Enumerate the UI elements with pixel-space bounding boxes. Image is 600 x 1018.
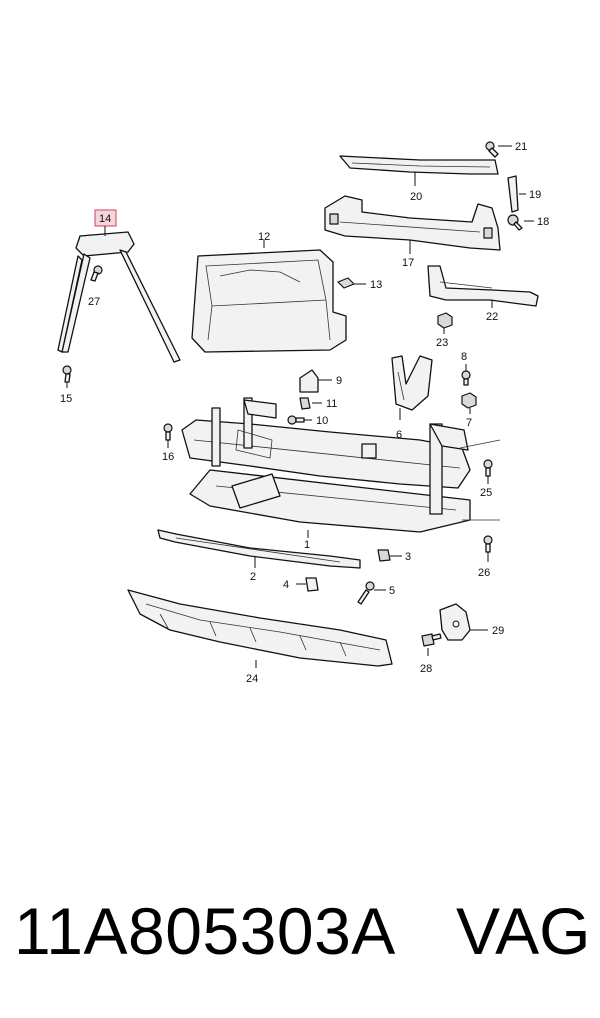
part-17-carrier: 17 <box>324 195 501 269</box>
part-2-guide-strip: 2 <box>157 529 361 583</box>
part-8-bolt: 8 <box>461 351 471 386</box>
label-20: 20 <box>410 191 422 203</box>
label-23: 23 <box>436 337 448 349</box>
label-3: 3 <box>405 551 411 563</box>
part-7-nut: 7 <box>461 392 477 429</box>
label-25: 25 <box>480 487 492 499</box>
label-29: 29 <box>492 625 504 637</box>
part-4-spacer: 4 <box>283 577 319 592</box>
part-21-bolt: 21 <box>485 141 527 158</box>
part-27-bolt: 27 <box>88 265 103 308</box>
label-2: 2 <box>250 571 256 583</box>
label-7: 7 <box>466 417 472 429</box>
label-15: 15 <box>60 393 72 405</box>
part-18-bolt: 18 <box>507 214 549 231</box>
part-13-clip-nut: 13 <box>337 277 382 291</box>
part-26-bolt: 26 <box>478 535 493 579</box>
label-27: 27 <box>88 296 100 308</box>
label-16: 16 <box>162 451 174 463</box>
part-29-bracket: 29 <box>439 603 504 641</box>
label-8: 8 <box>461 351 467 363</box>
label-9: 9 <box>336 375 342 387</box>
part-14-support-stand: 14 <box>57 209 181 363</box>
brand-name: VAG <box>456 894 591 968</box>
label-1: 1 <box>304 539 310 551</box>
part-28-clip: 28 <box>420 633 442 675</box>
label-5: 5 <box>389 585 395 597</box>
part-number: 11A805303A <box>14 894 396 968</box>
label-14: 14 <box>99 213 111 225</box>
part-16-bolt: 16 <box>162 423 174 463</box>
part-10-screw: 10 <box>287 415 328 427</box>
part-11-clip: 11 <box>299 397 337 410</box>
label-11: 11 <box>326 398 337 410</box>
part-19-pin: 19 <box>507 175 541 213</box>
label-17: 17 <box>402 257 414 269</box>
label-24: 24 <box>246 673 258 685</box>
part-1-lock-carrier: 1 <box>181 397 501 551</box>
label-28: 28 <box>420 663 432 675</box>
part-9-bracket: 9 <box>299 369 342 393</box>
label-12: 12 <box>258 231 270 243</box>
label-26: 26 <box>478 567 490 579</box>
part-5-pin: 5 <box>357 581 395 605</box>
part-15-bolt: 15 <box>60 365 72 405</box>
label-10: 10 <box>316 415 328 427</box>
exploded-parts-diagram: 21 20 19 18 17 12 <box>57 141 549 685</box>
part-24-energy-absorber: 24 <box>127 589 393 685</box>
label-19: 19 <box>529 189 541 201</box>
label-21: 21 <box>515 141 527 153</box>
part-23-nut: 23 <box>436 312 453 349</box>
label-13: 13 <box>370 279 382 291</box>
part-22-bracket: 22 <box>427 265 539 323</box>
label-18: 18 <box>537 216 549 228</box>
label-22: 22 <box>486 311 498 323</box>
part-12-air-duct: 12 <box>191 231 347 353</box>
label-4: 4 <box>283 579 289 591</box>
part-25-bolt: 25 <box>480 459 493 499</box>
part-6-side-bracket: 6 <box>391 355 433 441</box>
part-3-clip: 3 <box>377 549 411 563</box>
part-20-upper-rail: 20 <box>339 155 499 203</box>
label-6: 6 <box>396 429 402 441</box>
